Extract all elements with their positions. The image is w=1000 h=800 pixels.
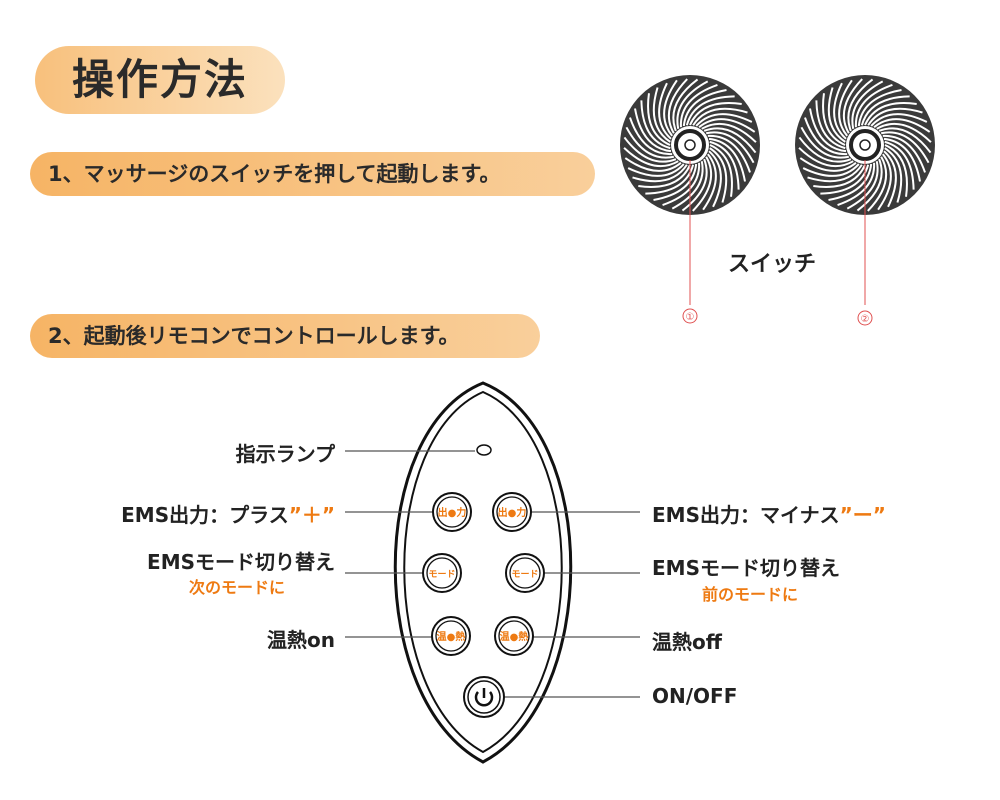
label-power: ON/OFF — [652, 684, 738, 708]
fan-2[interactable] — [795, 75, 935, 215]
mode-next-button[interactable]: モード — [422, 553, 462, 593]
button-label: 温●熱 — [500, 630, 529, 643]
marker-2 — [857, 310, 873, 326]
remote-body — [393, 381, 573, 764]
label-heat-on: 温熱on — [267, 628, 335, 652]
power-icon — [684, 139, 696, 151]
marker-1 — [682, 308, 698, 324]
button-label: モード — [428, 569, 455, 580]
power-button[interactable] — [463, 676, 505, 718]
heat-on-button[interactable]: 温●熱 — [431, 616, 471, 656]
label-ems-minus: EMS出力：マイナス”ー” — [652, 499, 886, 528]
label-mode-prev: EMSモード切り替え — [652, 556, 840, 580]
label-lamp: 指示ランプ — [235, 442, 335, 466]
step-2: 2、起動後リモコンでコントロールします。 — [30, 314, 540, 358]
button-label: モード — [511, 569, 538, 580]
ems-plus-button[interactable]: 出●力 — [432, 492, 472, 532]
label-ems-plus: EMS出力：プラス”＋” — [121, 499, 335, 528]
switch-label: スイッチ — [728, 252, 817, 277]
heat-off-button[interactable]: 温●熱 — [494, 616, 534, 656]
fan-1[interactable] — [620, 75, 760, 215]
indicator-lamp — [476, 444, 492, 456]
marker-1-text: ① — [686, 312, 695, 323]
ems-minus-text: EMS出力：マイナス — [652, 503, 840, 527]
mode-prev-button[interactable]: モード — [505, 553, 545, 593]
page-title: 操作方法 — [35, 46, 285, 114]
ems-plus-symbol: ”＋” — [288, 503, 335, 527]
label-mode-next: EMSモード切り替え — [147, 550, 335, 574]
power-icon — [859, 139, 871, 151]
ems-minus-button[interactable]: 出●力 — [492, 492, 532, 532]
step-1: 1、マッサージのスイッチを押して起動します。 — [30, 152, 595, 196]
button-label: 出●力 — [498, 506, 527, 519]
marker-2-text: ② — [861, 314, 870, 325]
button-label: 出●力 — [438, 506, 467, 519]
label-mode-next-sub: 次のモードに — [188, 578, 285, 597]
power-icon — [474, 691, 494, 707]
ems-plus-text: EMS出力：プラス — [121, 503, 289, 527]
label-mode-prev-sub: 前のモードに — [702, 585, 799, 604]
button-label: 温●熱 — [437, 630, 466, 643]
ems-minus-symbol: ”ー” — [839, 503, 886, 527]
label-heat-off: 温熱off — [652, 630, 722, 654]
